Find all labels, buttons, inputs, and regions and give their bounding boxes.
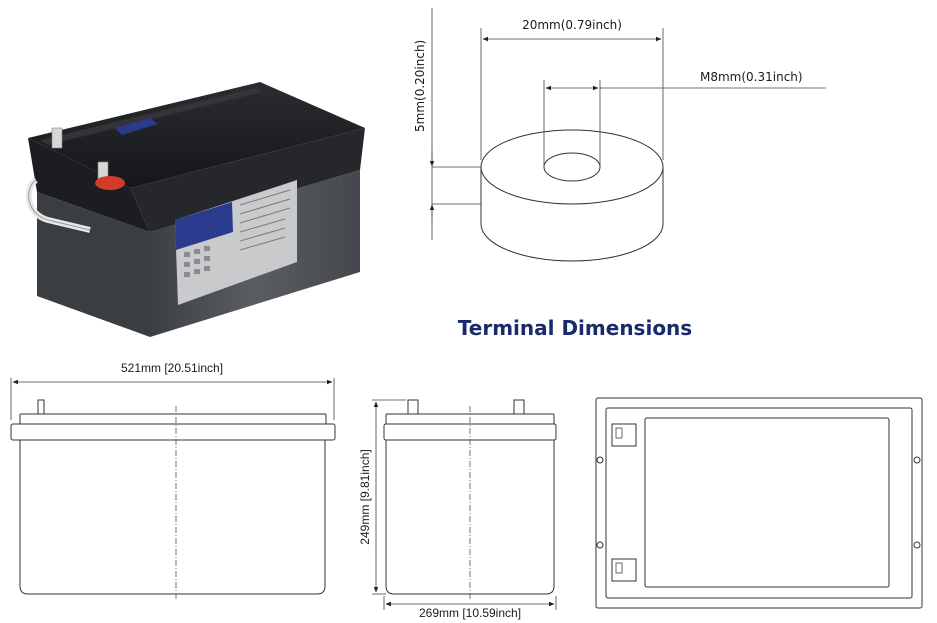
terminal-drawing: [429, 8, 826, 262]
terminal-dimensions-title: Terminal Dimensions: [458, 316, 692, 340]
height-label: 249mm [9.81inch]: [358, 449, 372, 544]
terminal-diameter-label: 20mm(0.79inch): [522, 18, 622, 32]
length-label: 521mm [20.51inch]: [121, 361, 223, 375]
width-label: 269mm [10.59inch]: [419, 606, 521, 620]
side-view: [372, 399, 557, 610]
front-view: [10, 378, 336, 600]
terminal-height-label: 5mm(0.20inch): [413, 40, 427, 132]
top-view: [595, 397, 923, 609]
battery-photo: [25, 82, 365, 337]
terminal-bolt-label: M8mm(0.31inch): [700, 70, 803, 84]
